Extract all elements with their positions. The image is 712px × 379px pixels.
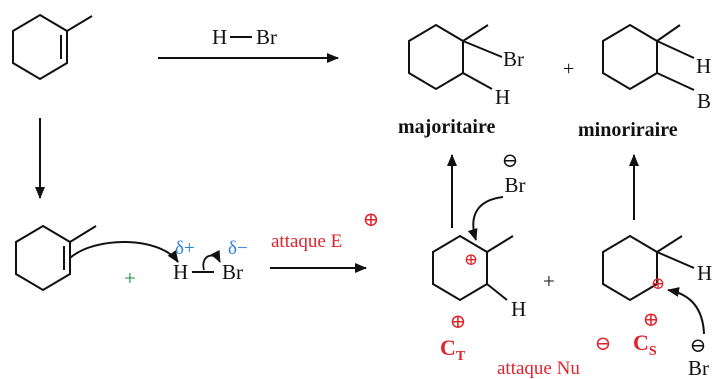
curved-arrow-br-bottom xyxy=(667,287,705,335)
methylcyclohexene-top xyxy=(12,13,93,81)
br-anion-bottom-text: Br xyxy=(688,356,709,379)
plus-bottom-left: + xyxy=(124,266,136,290)
carbocation-t-charge: ⊕ xyxy=(464,250,478,269)
curved-arrow-br-top xyxy=(467,196,504,241)
minor-br: B xyxy=(697,89,711,113)
major-br: Br xyxy=(503,47,524,71)
carbocation-t-label-sub: T xyxy=(456,349,466,364)
electrophilic-attack-charge: ⊕ xyxy=(363,209,380,231)
plus-bottom-mid: + xyxy=(543,269,555,293)
reagent-bottom-h: H xyxy=(173,260,188,284)
carbocation-t-label: C xyxy=(440,335,456,360)
svg-text:CS: CS xyxy=(633,330,657,359)
br-anion-top-charge: ⊖ xyxy=(502,150,519,172)
br-anion-top-text: Br xyxy=(505,173,526,197)
carbocation-secondary-structure xyxy=(602,234,695,302)
carbocation-tertiary-structure xyxy=(432,234,514,302)
minor-h: H xyxy=(696,54,711,78)
carbocation-s-charge: ⊕ xyxy=(651,274,665,293)
nucleophilic-attack-label: attaque Nu xyxy=(497,358,580,379)
carbocation-s-ext-charge: ⊕ xyxy=(643,309,660,331)
delta-plus: δ+ xyxy=(175,238,195,259)
carbocation-t-ext-charge: ⊕ xyxy=(450,311,467,333)
carbocation-t-h: H xyxy=(511,297,526,321)
carbocation-s-label-sub: S xyxy=(649,344,657,359)
carbocation-s-h: H xyxy=(697,261,712,285)
methylcyclohexene-bottom xyxy=(15,224,97,292)
reagent-bottom-br: Br xyxy=(222,260,243,284)
major-product-structure xyxy=(408,23,503,91)
nucleophilic-attack-charge: ⊖ xyxy=(595,333,612,355)
svg-text:CT: CT xyxy=(440,335,466,364)
curved-arrow-bond-to-br xyxy=(202,249,221,271)
minor-label: minoriraire xyxy=(578,119,678,141)
electrophilic-attack-label: attaque E xyxy=(271,231,342,252)
major-h: H xyxy=(495,85,510,109)
carbocation-s-label: C xyxy=(633,330,649,355)
minor-product-structure xyxy=(602,23,695,91)
delta-minus: δ− xyxy=(228,238,248,259)
reagent-top-br: Br xyxy=(256,25,277,49)
curved-arrow-pi-to-h xyxy=(69,241,179,263)
reagent-hbr-top: H Br xyxy=(212,25,277,49)
reagent-top-h: H xyxy=(212,25,227,49)
plus-top: + xyxy=(563,58,574,80)
major-label: majoritaire xyxy=(398,116,495,138)
br-anion-bottom-charge: ⊖ xyxy=(690,335,707,357)
